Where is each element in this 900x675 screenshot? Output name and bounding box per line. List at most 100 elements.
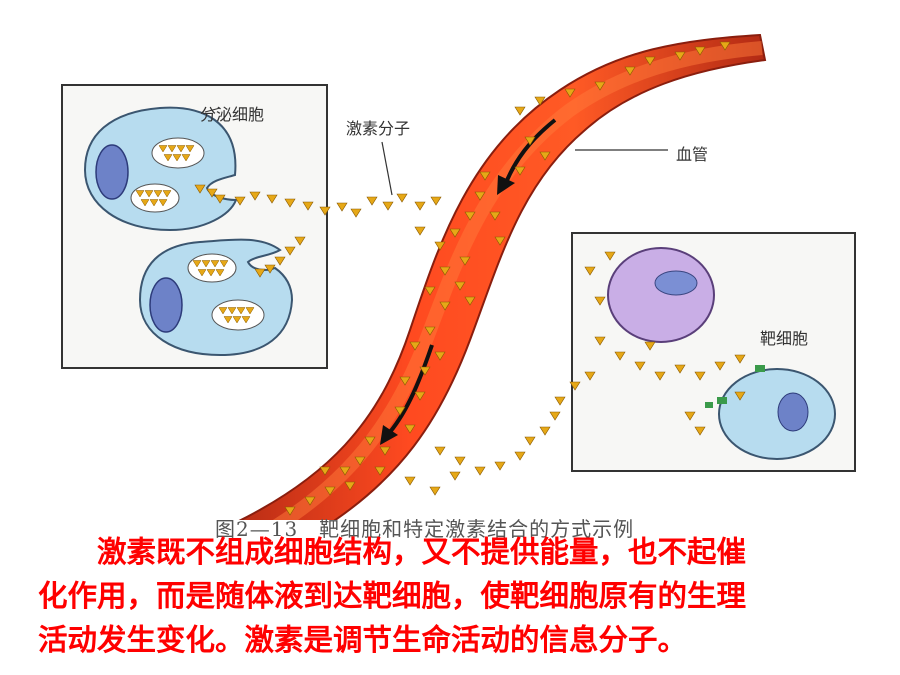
hormone-molecule: [474, 191, 486, 201]
hormone-molecule: [284, 506, 296, 516]
hormone-molecule: [201, 260, 211, 268]
hormone-molecule: [232, 316, 242, 324]
hormone-molecule: [249, 191, 261, 201]
hormone-molecule: [684, 411, 696, 421]
hormone-molecule: [564, 88, 576, 98]
hormone-molecule: [379, 446, 391, 456]
hormone-molecule: [694, 426, 706, 436]
hormone-molecule: [429, 486, 441, 496]
hormone-molecule: [654, 371, 666, 381]
target-cell-label: 靶细胞: [760, 329, 809, 348]
hormone-molecule: [459, 256, 471, 266]
non-target-cell: [607, 247, 715, 343]
hormone-molecule: [210, 260, 220, 268]
hormone-molecule: [584, 371, 596, 381]
hormone-molecule: [319, 206, 331, 216]
hormone-molecule: [158, 199, 168, 207]
hormone-molecule: [218, 307, 228, 315]
hormone-molecule: [409, 341, 421, 351]
hormone-molecule: [181, 154, 191, 162]
secretory-cell-label: 分泌细胞: [200, 105, 265, 124]
nucleus-upper: [95, 144, 129, 200]
hormone-molecule: [284, 246, 296, 256]
hormone-molecule: [185, 145, 195, 153]
hormone-molecule: [394, 406, 406, 416]
hormone-molecule: [554, 396, 566, 406]
hormone-molecule: [514, 451, 526, 461]
hormone-molecule: [454, 281, 466, 291]
hormone-molecule: [304, 496, 316, 506]
hormone-molecule: [396, 193, 408, 203]
hormone-molecule: [464, 296, 476, 306]
hormone-molecule: [339, 466, 351, 476]
hormone-molecule: [624, 66, 636, 76]
hormone-molecule: [404, 476, 416, 486]
hormone-molecule: [206, 188, 218, 198]
hormone-molecule: [594, 336, 606, 346]
hormone-molecule: [439, 266, 451, 276]
hormone-molecule: [734, 354, 746, 364]
hormone-molecule: [674, 51, 686, 61]
target-cell-panel: [571, 232, 856, 472]
hormone-molecule: [439, 301, 451, 311]
hormone-molecule: [414, 226, 426, 236]
hormone-molecule: [644, 341, 656, 351]
target-cell: [718, 368, 836, 460]
hormone-molecule: [236, 307, 246, 315]
hormone-molecule: [294, 236, 306, 246]
hormone-molecule: [144, 190, 154, 198]
hormone-molecule: [254, 268, 266, 278]
hormone-molecule: [414, 391, 426, 401]
blood-vessel: [219, 33, 767, 531]
hormone-molecule: [539, 426, 551, 436]
hormone-molecule: [514, 166, 526, 176]
hormone-molecule: [374, 466, 386, 476]
hormone-molecule: [614, 351, 626, 361]
hormone-molecule: [569, 381, 581, 391]
hormone-molecule: [644, 56, 656, 66]
hormone-molecule: [354, 456, 366, 466]
hormone-molecule: [245, 307, 255, 315]
hormone-molecule: [214, 194, 226, 204]
blood-vessel-label: 血管: [676, 145, 709, 164]
body-line-1: 激素既不组成细胞结构，又不提供能量，也不起催: [38, 535, 747, 569]
hormone-molecule: [135, 190, 145, 198]
nucleus-target-cell: [777, 392, 809, 432]
figure-illustration: 分泌细胞 激素分子 血管 靶细胞: [61, 33, 856, 536]
hormone-molecule: [674, 364, 686, 374]
hormone-molecule: [584, 266, 596, 276]
hormone-molecule: [284, 198, 296, 208]
hormone-molecule: [434, 241, 446, 251]
hormone-molecule: [264, 264, 276, 274]
hormone-label-pointer: [381, 141, 393, 196]
vesicle: [151, 137, 205, 169]
hormone-molecule: [479, 171, 491, 181]
body-line-2: 化作用，而是随体液到达靶细胞，使靶细胞原有的生理: [38, 579, 747, 613]
hormone-molecule: [514, 106, 526, 116]
hormone-molecule: [454, 456, 466, 466]
hormone-molecule: [149, 199, 159, 207]
hormone-molecule: [158, 145, 168, 153]
hormone-molecule: [434, 446, 446, 456]
hormone-molecule: [350, 208, 362, 218]
hormone-molecule: [434, 351, 446, 361]
body-line-3: 活动发生变化。激素是调节生命活动的信息分子。: [38, 623, 688, 657]
hormone-molecule: [419, 366, 431, 376]
hormone-molecule: [219, 260, 229, 268]
receptor: [705, 402, 713, 408]
hormone-molecule: [524, 436, 536, 446]
hormone-molecule: [424, 326, 436, 336]
hormone-molecule: [634, 361, 646, 371]
hormone-molecule: [319, 466, 331, 476]
hormone-molecule: [192, 260, 202, 268]
vesicle: [211, 299, 265, 331]
hormone-molecule: [234, 196, 246, 206]
hormone-molecule: [194, 184, 206, 194]
hormone-molecule: [153, 190, 163, 198]
hormone-molecule: [162, 190, 172, 198]
hormone-molecule: [223, 316, 233, 324]
hormone-molecule: [694, 371, 706, 381]
hormone-molecule: [719, 41, 731, 51]
hormone-molecule: [302, 201, 314, 211]
hormone-molecule: [694, 46, 706, 56]
